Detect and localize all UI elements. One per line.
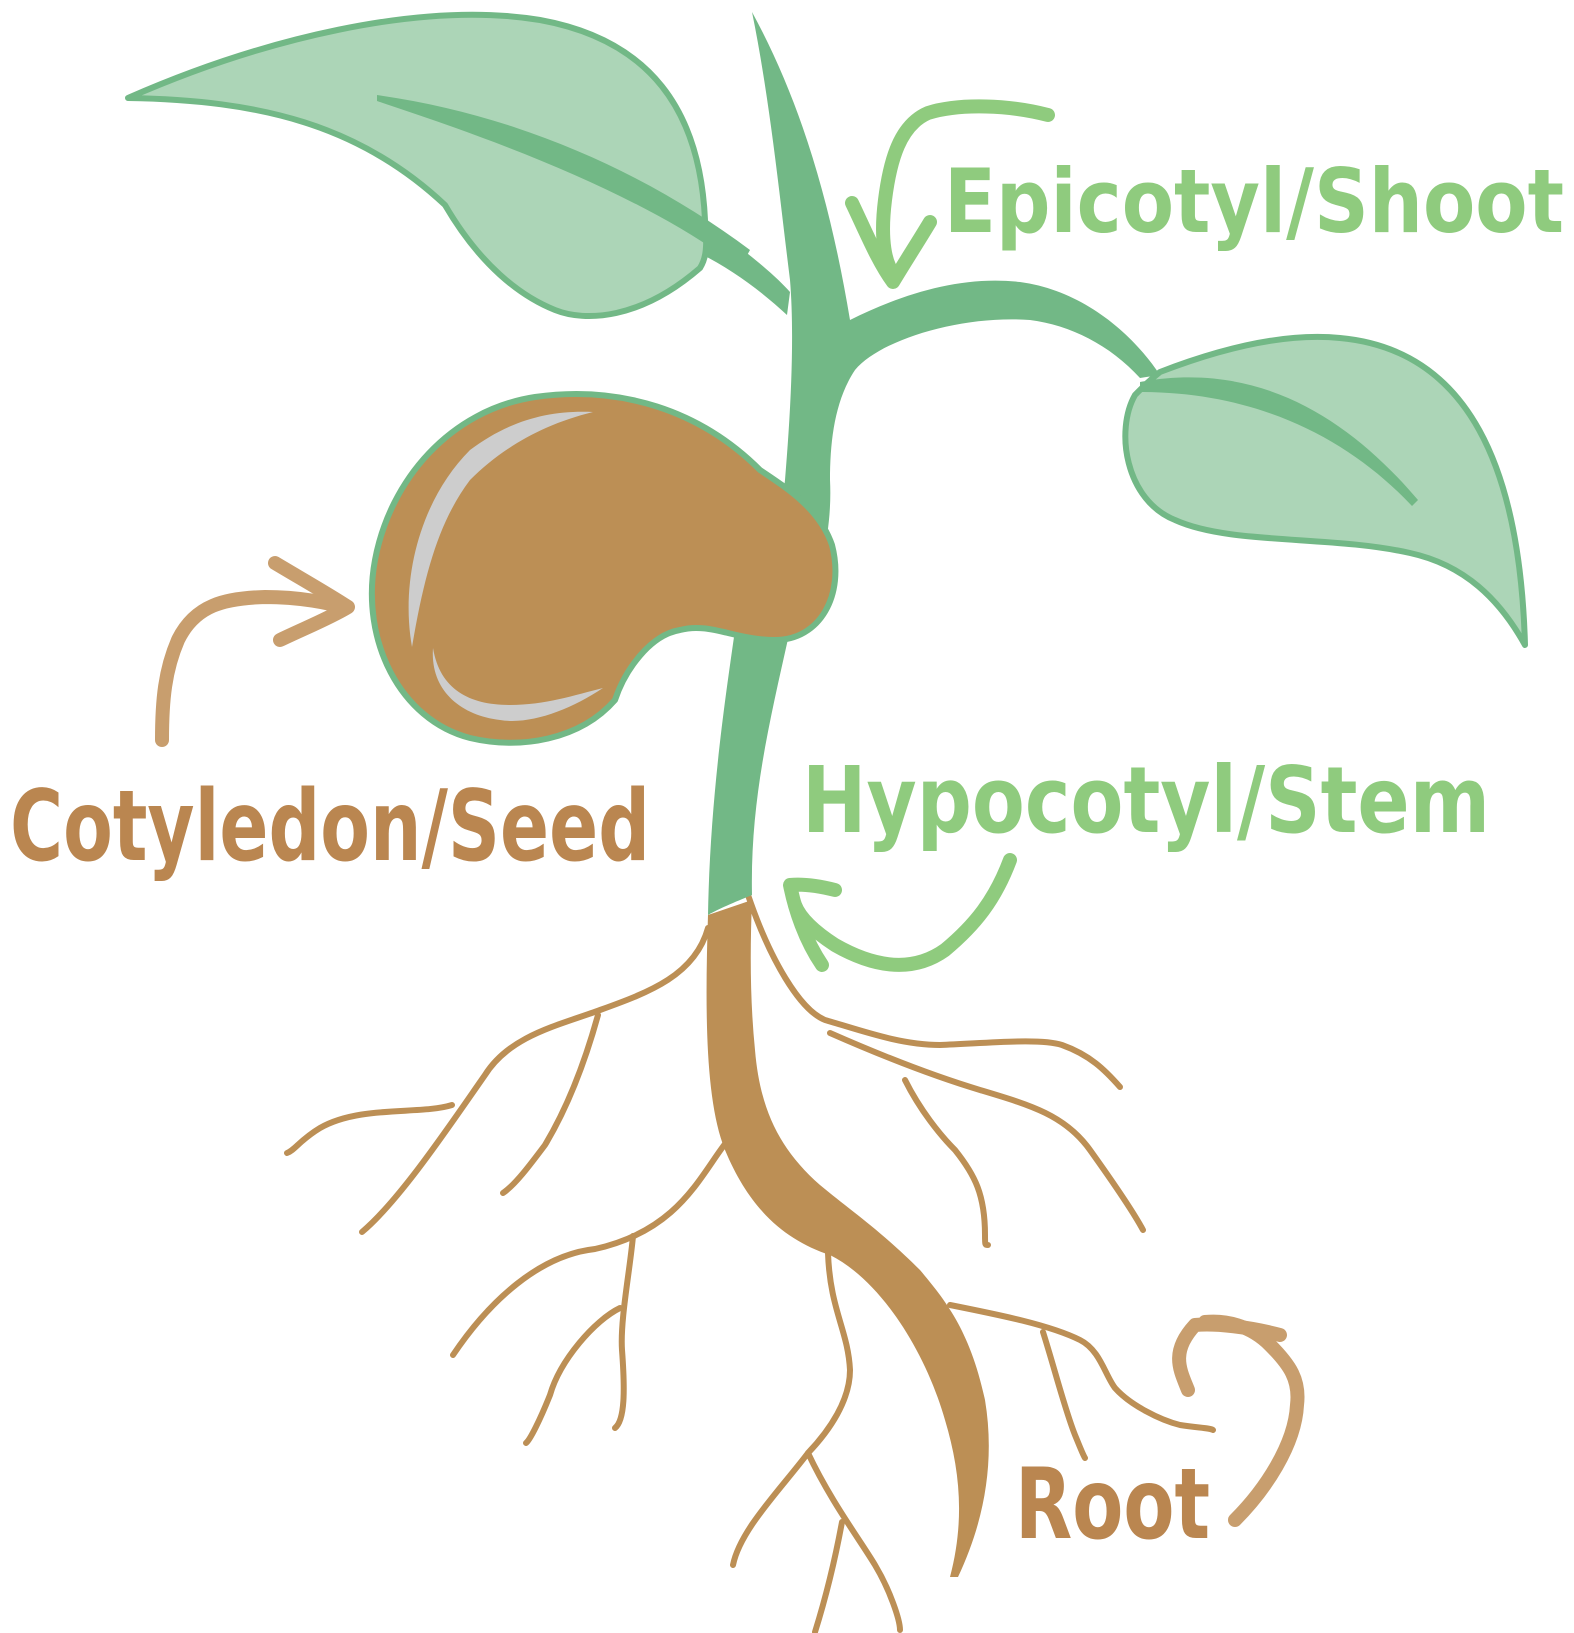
root-label: Root <box>1015 1448 1210 1562</box>
lateral-root-center <box>733 1253 850 1565</box>
lateral-root-left-upper <box>362 928 708 1232</box>
stem-label: Hypocotyl/Stem <box>802 747 1490 854</box>
lateral-root-right-upper-branch-b <box>905 1080 988 1245</box>
seed-arrow <box>162 563 348 740</box>
lateral-root-center-branch-b <box>815 1522 842 1632</box>
upper-left-leaf <box>128 15 750 316</box>
seed-label: Cotyledon/Seed <box>10 770 650 884</box>
right-leaf <box>1125 337 1525 645</box>
shoot-label: Epicotyl/Shoot <box>944 150 1564 253</box>
hypocotyl-stem <box>708 630 790 915</box>
lateral-root-right-lower-branch <box>1043 1332 1085 1458</box>
stem-arrow <box>790 860 1010 965</box>
lateral-root-left-lower-branch-a <box>615 1236 633 1428</box>
lateral-root-left-lower-branch-b <box>526 1308 620 1443</box>
lateral-root-left-upper-branch-a <box>287 1105 452 1153</box>
lateral-root-left-lower <box>453 1140 728 1355</box>
main-root <box>707 900 989 1577</box>
